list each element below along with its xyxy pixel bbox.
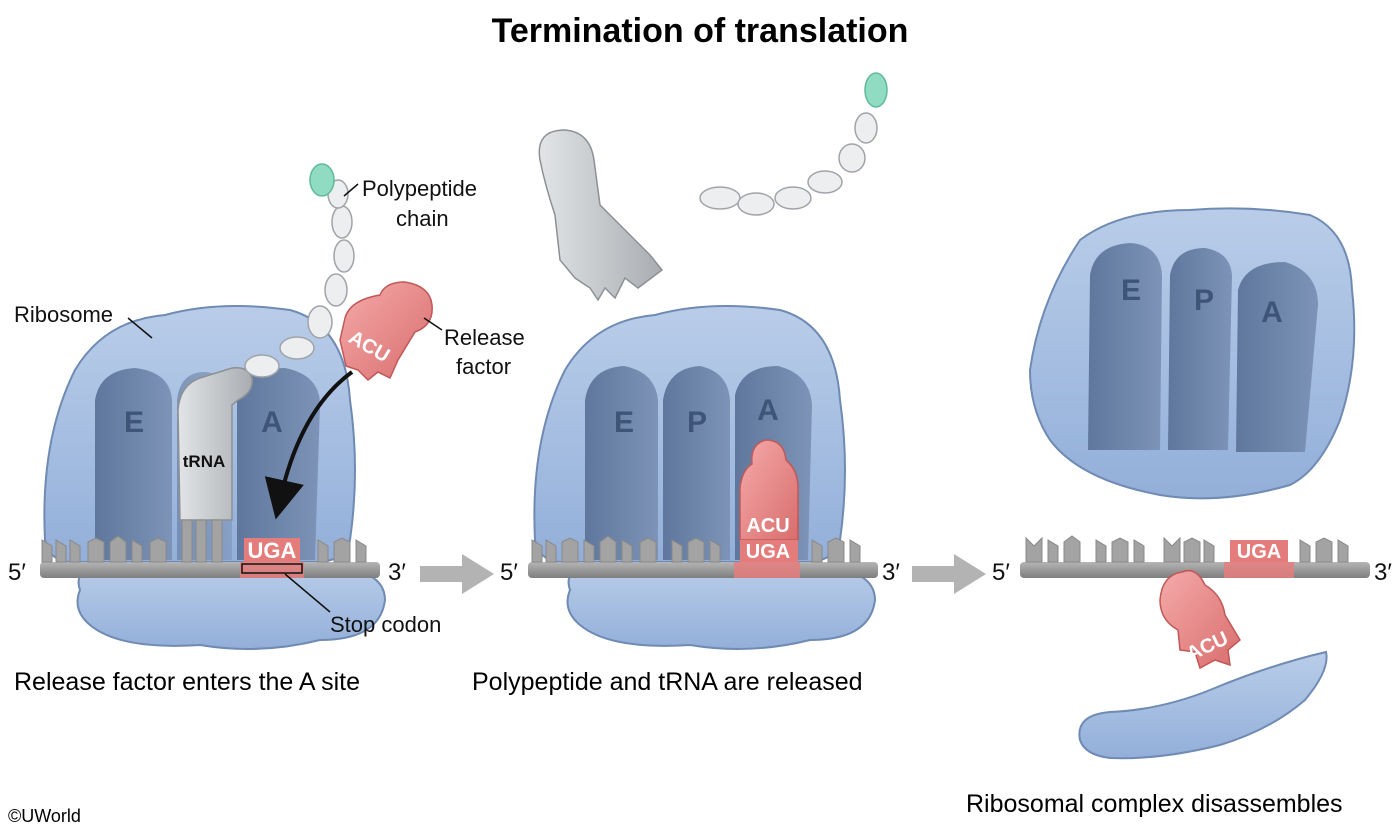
- release-factor-icon-2: [739, 439, 799, 541]
- panel-1: E A tRNA UGA Stop codon 5′: [8, 163, 525, 650]
- e-site-label-3: E: [1121, 274, 1141, 307]
- panel-1-caption: Release factor enters the A site: [14, 668, 361, 696]
- panel-2-caption: Polypeptide and tRNA are released: [472, 668, 863, 696]
- a-site-label-2: A: [757, 394, 779, 427]
- stop-codon-sequence-3: UGA: [1237, 541, 1281, 563]
- trna-label: tRNA: [183, 452, 226, 471]
- polypeptide-chain-icon: [244, 163, 355, 378]
- stop-codon-label: Stop codon: [330, 612, 441, 637]
- process-arrow-icon-2: [912, 554, 986, 594]
- panel-3: E P A UGA 5′ 3′ ACU: [992, 207, 1392, 760]
- panel-3-caption: Ribosomal complex disassembles: [966, 790, 1343, 818]
- release-factor-icon-3: [1159, 569, 1241, 670]
- stop-codon-sequence: UGA: [248, 538, 297, 563]
- release-factor-label-line-1: Release: [444, 325, 525, 350]
- polypeptide-label-line-2: chain: [396, 206, 449, 231]
- stop-codon-bracket: [241, 563, 303, 574]
- small-subunit-icon-3: [1078, 650, 1328, 760]
- p-site-channel-2: [663, 366, 730, 560]
- e-site-label-2: E: [614, 406, 634, 439]
- mrna-strand-icon-2: [528, 535, 878, 578]
- e-site-label: E: [124, 406, 144, 439]
- ribosome-label: Ribosome: [14, 302, 113, 327]
- e-site-channel-3: [1088, 243, 1162, 450]
- released-polypeptide-icon: [699, 72, 888, 216]
- three-prime-label-1: 3′: [388, 559, 406, 586]
- a-site-channel: [237, 368, 320, 560]
- released-trna-icon: [538, 129, 664, 302]
- five-prime-label-3: 5′: [992, 559, 1010, 586]
- p-site-channel-3: [1168, 248, 1232, 450]
- five-prime-label-1: 5′: [8, 559, 26, 586]
- three-prime-label-3: 3′: [1374, 559, 1392, 586]
- anticodon-sequence-2: ACU: [746, 515, 789, 537]
- page-title: Termination of translation: [491, 12, 909, 50]
- p-site-label-2: P: [687, 406, 707, 439]
- five-prime-label-2: 5′: [500, 559, 518, 586]
- copyright-notice: ©UWorld: [8, 806, 81, 826]
- mrna-strand-icon-3: [1020, 535, 1370, 578]
- e-site-channel-2: [585, 366, 658, 560]
- mrna-strand-icon: [40, 519, 380, 578]
- panel-2: E P A ACU UGA 5′ 3′: [500, 72, 900, 650]
- a-site-label: A: [261, 406, 283, 439]
- a-site-channel-3: [1236, 262, 1318, 452]
- p-site-label-3: P: [1194, 284, 1214, 317]
- release-factor-label-line-2: factor: [456, 354, 511, 379]
- entry-arrow-icon: [264, 370, 354, 520]
- polypeptide-label-line-1: Polypeptide: [362, 176, 477, 201]
- stop-codon-sequence-2: UGA: [746, 541, 790, 563]
- a-site-label-3: A: [1261, 296, 1283, 329]
- release-factor-icon: [339, 281, 433, 382]
- e-site-channel: [95, 368, 172, 560]
- process-arrow-icon-1: [420, 554, 494, 594]
- three-prime-label-2: 3′: [882, 559, 900, 586]
